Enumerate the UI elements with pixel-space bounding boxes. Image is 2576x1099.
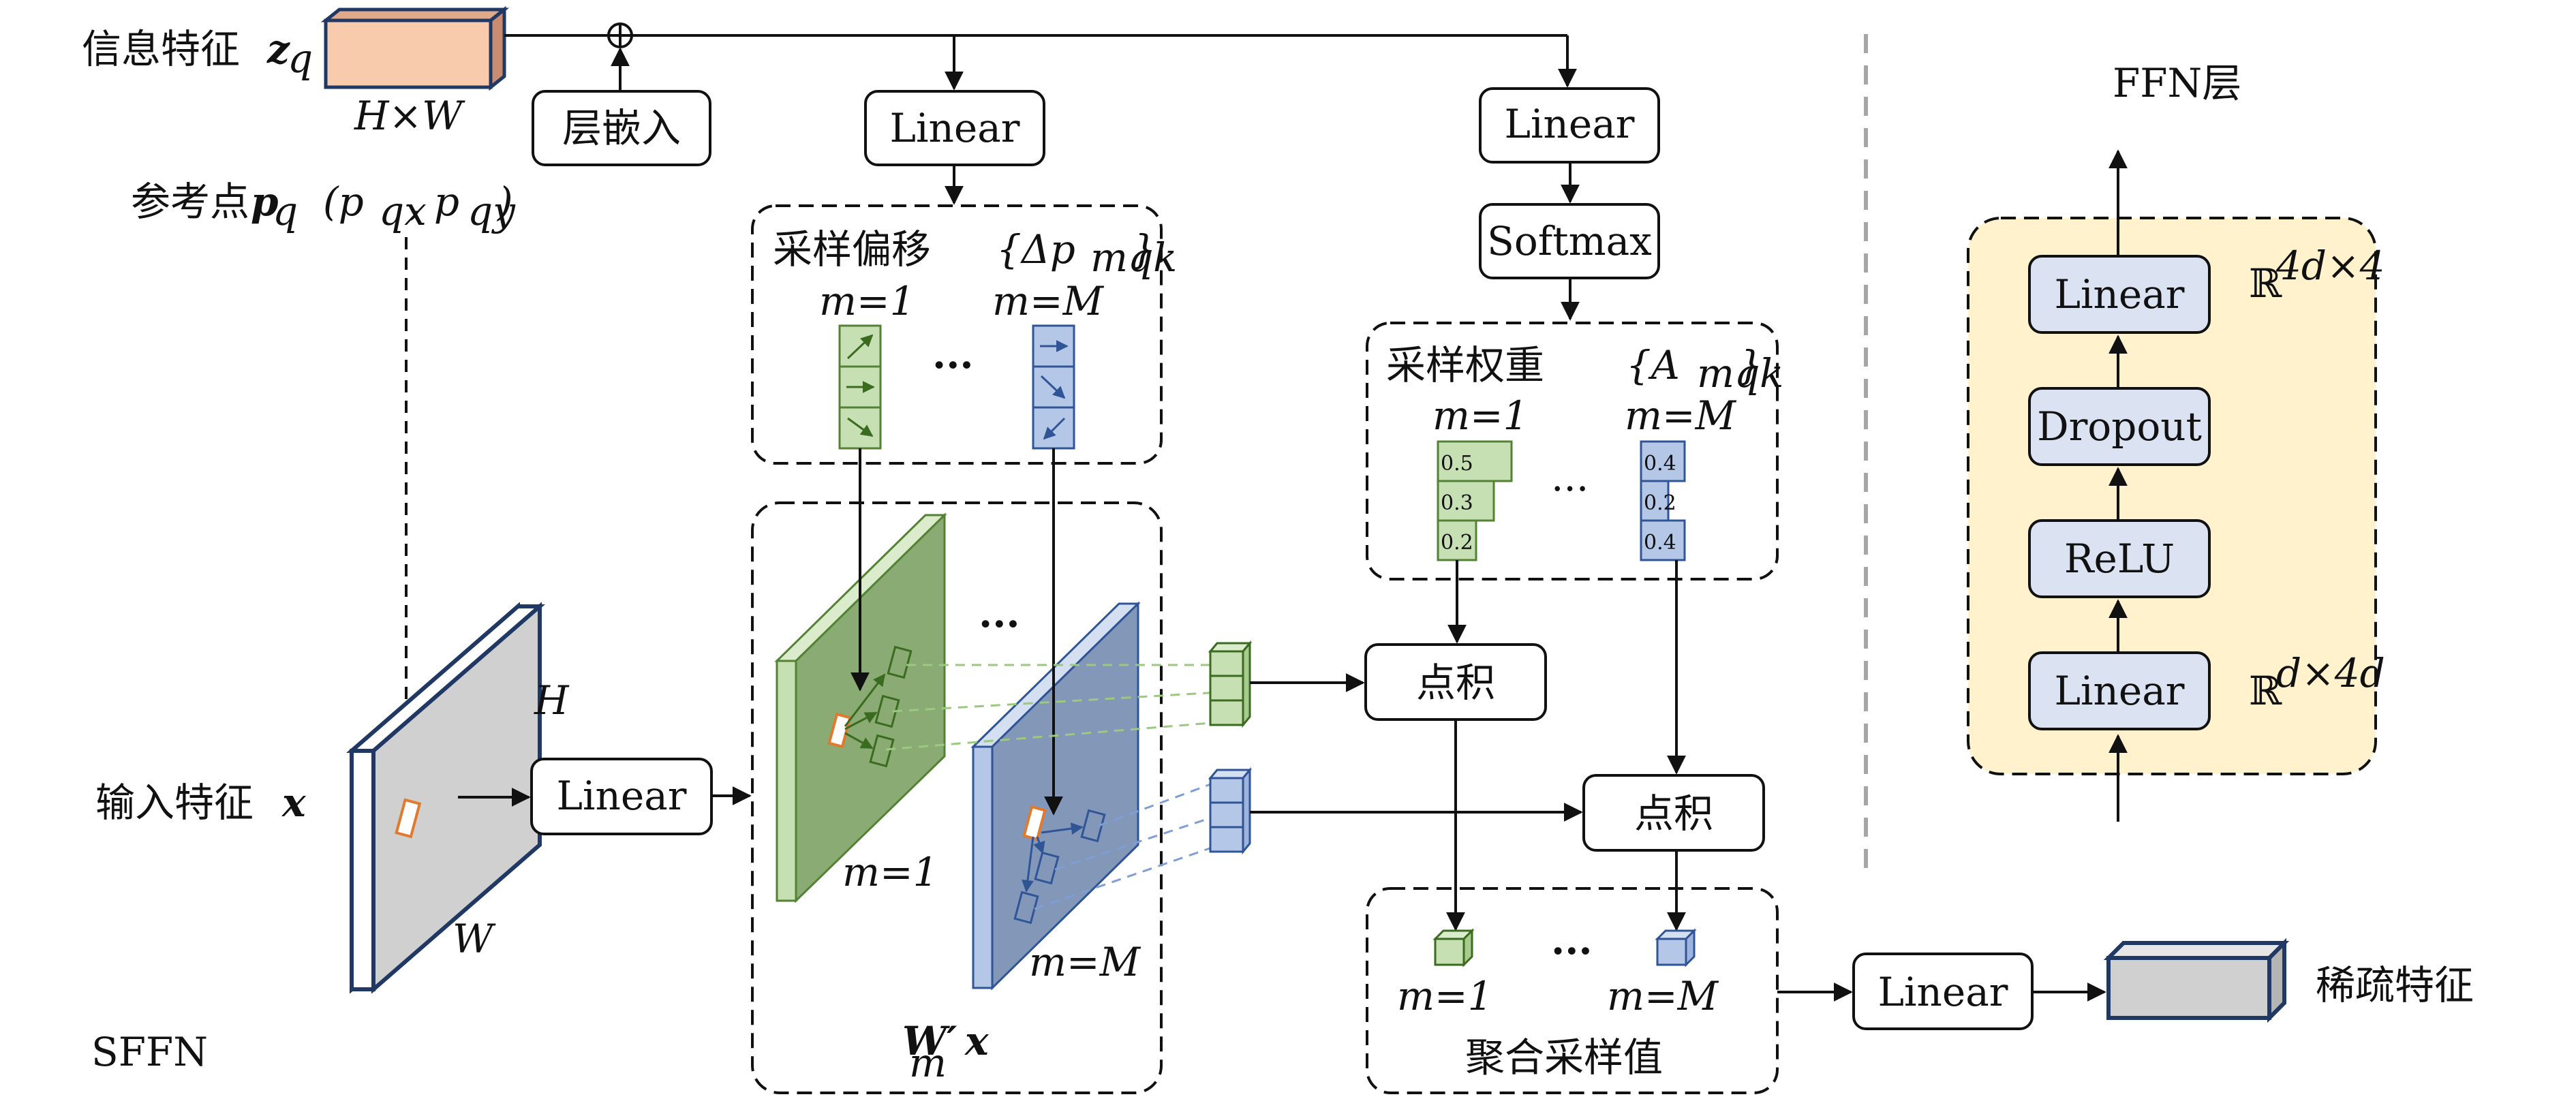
dim-w-label: W — [453, 916, 496, 962]
dot1-label: 点积 — [1416, 660, 1495, 706]
weight-blue-2: 0.2 — [1644, 491, 1676, 515]
sparse-feature-block — [2103, 938, 2290, 1023]
projection-ellipsis: ... — [979, 590, 1020, 636]
info-feature-label: 信息特征 — [82, 26, 240, 72]
weights-ellipsis: ... — [1551, 454, 1589, 500]
ffn-panel — [1967, 217, 2377, 775]
sffn-label: SFFN — [91, 1029, 208, 1075]
sparse-feature-label: 稀疏特征 — [2316, 962, 2474, 1008]
dim-h-label: H — [534, 677, 570, 724]
linear-input-label: Linear — [556, 773, 686, 819]
ffn-linear-bottom-label: Linear — [2054, 668, 2184, 714]
projection-blue-slab — [970, 601, 1141, 991]
info-feature-subscript: q — [288, 35, 313, 82]
ffn-top-dim-sup: 4d×4 — [2275, 243, 2385, 289]
weight-green-3: 0.2 — [1441, 531, 1473, 555]
info-feature-symbol: z — [266, 26, 290, 72]
ref-point-group: 参考点 p q (p qx , p qy ) — [131, 179, 516, 234]
green-sample-cubes — [885, 640, 1253, 751]
linear-top-left-label: Linear — [889, 105, 1019, 151]
blue-sampling-points — [1013, 805, 1106, 925]
layer-embed-label: 层嵌入 — [562, 105, 681, 151]
projection-m1: m=1 — [842, 849, 938, 895]
offsets-mM: m=M — [992, 278, 1105, 324]
weight-bar-green-3 — [1437, 519, 1477, 561]
ffn-top-dim: ℝ — [2249, 260, 2282, 307]
linear-top-right-label: Linear — [1504, 101, 1634, 147]
weight-bar-blue-1 — [1640, 440, 1686, 482]
weight-bar-blue-3 — [1640, 519, 1686, 561]
aggregate-ellipsis: ... — [1551, 917, 1593, 963]
aggregate-m1: m=1 — [1397, 973, 1493, 1019]
linear-output-label: Linear — [1877, 969, 2008, 1015]
weights-symbol-close: } — [1738, 342, 1763, 388]
dot2-label: 点积 — [1634, 790, 1713, 837]
ffn-relu-label: ReLU — [2064, 536, 2175, 582]
projection-panel — [751, 501, 1163, 1094]
info-feature-block — [320, 5, 510, 91]
weight-bar-blue-2 — [1640, 480, 1670, 522]
input-ref-marker — [395, 798, 422, 839]
weight-green-2: 0.3 — [1441, 491, 1473, 515]
aggregate-title: 聚合采样值 — [1465, 1034, 1663, 1081]
ffn-title: FFN层 — [2113, 60, 2241, 106]
dot2-box — [1582, 774, 1765, 852]
projection-formula: W′ — [902, 1018, 957, 1064]
aggregate-green-cube — [1432, 928, 1475, 968]
weights-symbol-sub: mqk — [1697, 350, 1783, 397]
weight-blue-3: 0.4 — [1644, 531, 1676, 555]
ref-point-symbol: p — [251, 179, 279, 225]
projection-mM: m=M — [1029, 939, 1141, 985]
weights-mM: m=M — [1625, 392, 1737, 439]
input-feature-symbol: x — [281, 779, 307, 826]
weight-blue-1: 0.4 — [1644, 452, 1676, 476]
weight-green-1: 0.5 — [1441, 452, 1473, 476]
ref-coords-mid: , p — [409, 179, 459, 225]
aggregate-mM: m=M — [1607, 973, 1719, 1019]
offsets-symbol-close: } — [1131, 226, 1156, 273]
weights-symbol: {A — [1626, 342, 1680, 388]
offsets-m1: m=1 — [819, 278, 915, 324]
ref-coords-close: ) — [496, 179, 513, 225]
offsets-blue-column — [1032, 324, 1075, 450]
ref-point-subscript: q — [273, 188, 298, 234]
green-sampling-points — [827, 645, 913, 768]
ref-coords-x: qx — [379, 188, 427, 234]
ref-coords-open: (p — [323, 179, 364, 225]
projection-formula-x: x — [964, 1018, 990, 1064]
blue-sample-cubes — [1034, 767, 1253, 910]
weights-m1: m=1 — [1432, 392, 1529, 439]
softmax-label: Softmax — [1487, 218, 1652, 264]
ffn-bottom-dim-sup: d×4d — [2276, 650, 2385, 696]
weights-title: 采样权重 — [1386, 342, 1544, 388]
offsets-green-column — [838, 324, 882, 450]
weights-blue-bars: 0.4 0.2 0.4 — [1640, 440, 1686, 561]
weights-green-bars: 0.5 0.3 0.2 — [1437, 440, 1513, 561]
input-feature-label: 输入特征 — [95, 779, 254, 826]
ffn-dropout-label: Dropout — [2037, 403, 2202, 450]
ffn-bottom-dim: ℝ — [2249, 668, 2282, 714]
hw-label: H×W — [354, 93, 465, 139]
offsets-symbol: {Δp — [996, 226, 1075, 273]
offsets-title: 采样偏移 — [773, 226, 931, 273]
aggregate-blue-cube — [1655, 928, 1697, 968]
ffn-linear-top-label: Linear — [2054, 271, 2184, 318]
input-feature-slab — [346, 602, 546, 994]
offsets-symbol-sub: mqk — [1090, 234, 1177, 281]
input-feature-group: 输入特征 x H W — [95, 602, 570, 994]
aggregate-panel — [1366, 887, 1779, 1094]
offsets-ellipsis: ... — [932, 331, 974, 377]
ref-coords-y: qy — [467, 188, 516, 234]
projection-formula-sub: m — [909, 1040, 947, 1086]
ref-point-label: 参考点 — [131, 179, 249, 225]
info-feature-group: 信息特征 z q H×W — [82, 5, 510, 139]
